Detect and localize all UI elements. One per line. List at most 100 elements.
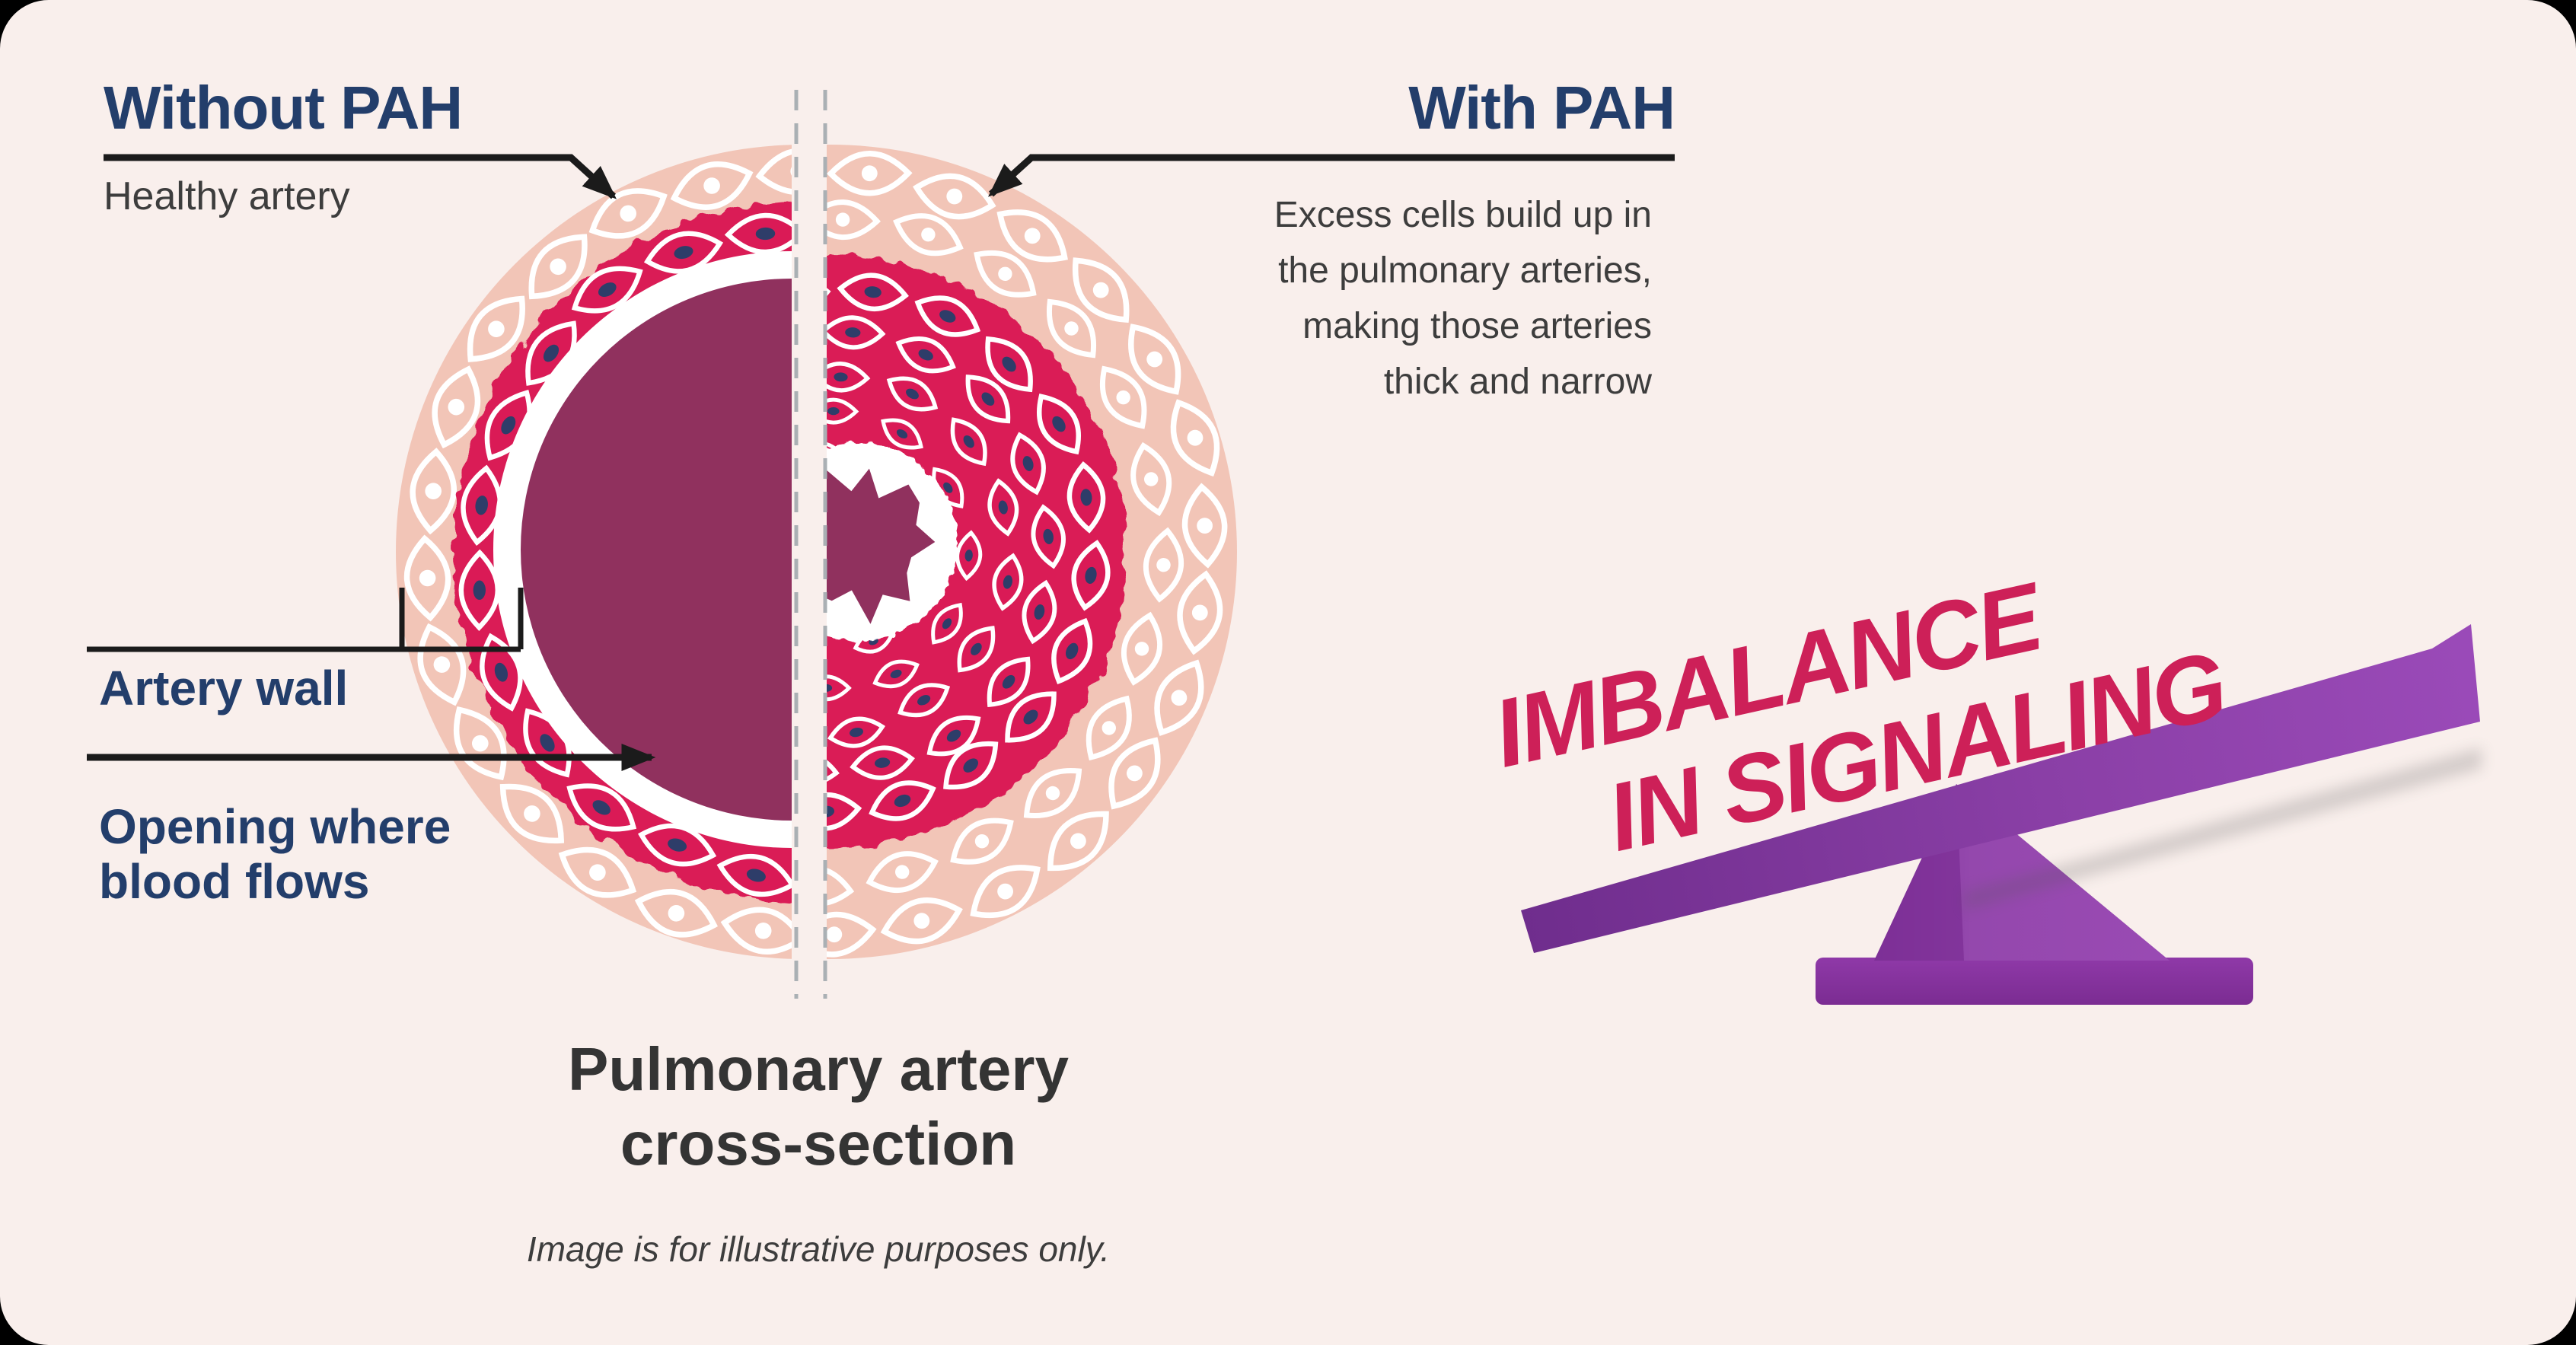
- outer-cell: [1072, 257, 1130, 324]
- outer-cell: [893, 213, 964, 257]
- muscle-cell: [827, 792, 862, 831]
- outer-cell: [827, 150, 913, 196]
- outer-cell: [1154, 659, 1204, 736]
- outer-cell: [528, 234, 588, 300]
- artery-wall-label: Artery wall: [99, 661, 349, 716]
- outer-cell: [755, 148, 792, 195]
- muscle-cell: [950, 417, 987, 467]
- muscle-cell: [1071, 540, 1111, 611]
- outer-cell: [1099, 365, 1147, 429]
- pah-artery-half: [827, 145, 1237, 959]
- outer-cell: [499, 783, 565, 844]
- outer-cell: [1130, 441, 1172, 517]
- outer-cell: [1181, 483, 1228, 569]
- leader-line-with-pah: [987, 154, 1675, 197]
- outer-cell: [974, 250, 1037, 298]
- outer-cell: [827, 911, 877, 958]
- outer-cell: [950, 818, 1014, 865]
- seesaw-plank: [1521, 624, 2480, 953]
- outer-cell: [1170, 399, 1220, 477]
- outer-cell: [1108, 737, 1161, 810]
- outer-cell: [670, 161, 754, 210]
- muscle-cell: [957, 626, 996, 673]
- muscle-cell: [886, 376, 939, 412]
- imbalance-seesaw-graphic: IMBALANCE IN SIGNALING: [1431, 518, 2576, 1081]
- muscle-cell: [480, 633, 523, 712]
- disclaimer-footnote: Image is for illustrative purposes only.: [526, 1229, 1111, 1269]
- outer-cell: [1086, 695, 1132, 761]
- muscle-cell: [992, 553, 1024, 611]
- plank-shadow: [1964, 747, 2482, 910]
- muscle-cell: [931, 602, 963, 645]
- muscle-cell: [987, 478, 1019, 537]
- outer-cell: [1023, 767, 1082, 819]
- dashed-divider-line: [794, 90, 827, 999]
- outer-cell: [996, 209, 1068, 263]
- muscle-cell: [827, 397, 859, 425]
- outer-cell: [1121, 611, 1163, 686]
- healthy-lumen: [521, 279, 792, 821]
- outer-cell: [1046, 298, 1097, 359]
- outer-cell: [913, 173, 996, 220]
- outer-cell: [453, 706, 507, 781]
- muscle-cell: [869, 780, 936, 821]
- outer-cell: [432, 365, 481, 449]
- outer-cell: [880, 897, 963, 945]
- muscle-cell: [926, 715, 981, 757]
- opening-label-line1: Opening where: [99, 799, 451, 854]
- muscle-cell: [1010, 432, 1046, 496]
- outer-cell: [1177, 570, 1223, 655]
- outer-cell: [1143, 527, 1184, 603]
- opening-label-line2: blood flows: [99, 854, 370, 909]
- leader-line-without-pah: [104, 154, 617, 199]
- outer-cell: [634, 888, 718, 938]
- muscle-cell: [955, 530, 983, 582]
- muscle-cell: [914, 295, 981, 337]
- muscle-cell: [724, 212, 792, 255]
- muscle-cell: [827, 674, 852, 702]
- artery-caption: Pulmonary artery cross-section: [453, 1032, 1184, 1181]
- description-line: making those arteries: [1302, 306, 1652, 346]
- without-pah-heading: Without PAH: [104, 74, 463, 142]
- muscle-cell: [872, 659, 920, 689]
- muscle-cell: [850, 745, 915, 780]
- muscle-cell: [881, 418, 923, 450]
- outer-cell: [827, 865, 855, 907]
- outer-cell: [1047, 811, 1109, 872]
- muscle-cell: [1036, 394, 1082, 455]
- outer-cell: [467, 295, 525, 362]
- muscle-cell: [1005, 691, 1057, 743]
- muscle-cell: [943, 741, 999, 790]
- muscle-cell: [827, 716, 886, 748]
- narrowed-lumen: [827, 468, 936, 624]
- caption-line1: Pulmonary artery: [567, 1035, 1070, 1103]
- description-line: the pulmonary arteries,: [1278, 250, 1652, 291]
- muscle-cell: [571, 266, 643, 314]
- seesaw-base: [1816, 958, 2253, 1005]
- outer-cell: [403, 534, 451, 622]
- outer-cell: [417, 623, 467, 706]
- muscle-cell: [1051, 617, 1093, 684]
- outer-cell: [558, 846, 637, 898]
- muscle-cell: [897, 683, 951, 718]
- description-line: Excess cells build up in: [1274, 195, 1652, 235]
- outer-cell: [827, 199, 881, 241]
- muscle-cell: [458, 549, 501, 631]
- muscle-cell: [1022, 579, 1057, 645]
- outer-cell: [1128, 324, 1181, 395]
- muscle-cell: [643, 231, 724, 274]
- muscle-cell: [716, 853, 792, 897]
- muscle-cell: [895, 336, 956, 374]
- opening-label: Opening where blood flows: [99, 799, 451, 909]
- outer-cell: [970, 865, 1041, 919]
- muscle-cell: [638, 823, 717, 867]
- outer-cell: [720, 907, 792, 955]
- muscle-cell: [1066, 461, 1106, 534]
- outer-cell: [588, 188, 668, 239]
- bracket-artery-wall: [87, 588, 524, 652]
- description-line: thick and narrow: [1383, 362, 1652, 402]
- healthy-artery-subtitle: Healthy artery: [104, 174, 350, 218]
- caption-line2: cross-section: [620, 1110, 1017, 1178]
